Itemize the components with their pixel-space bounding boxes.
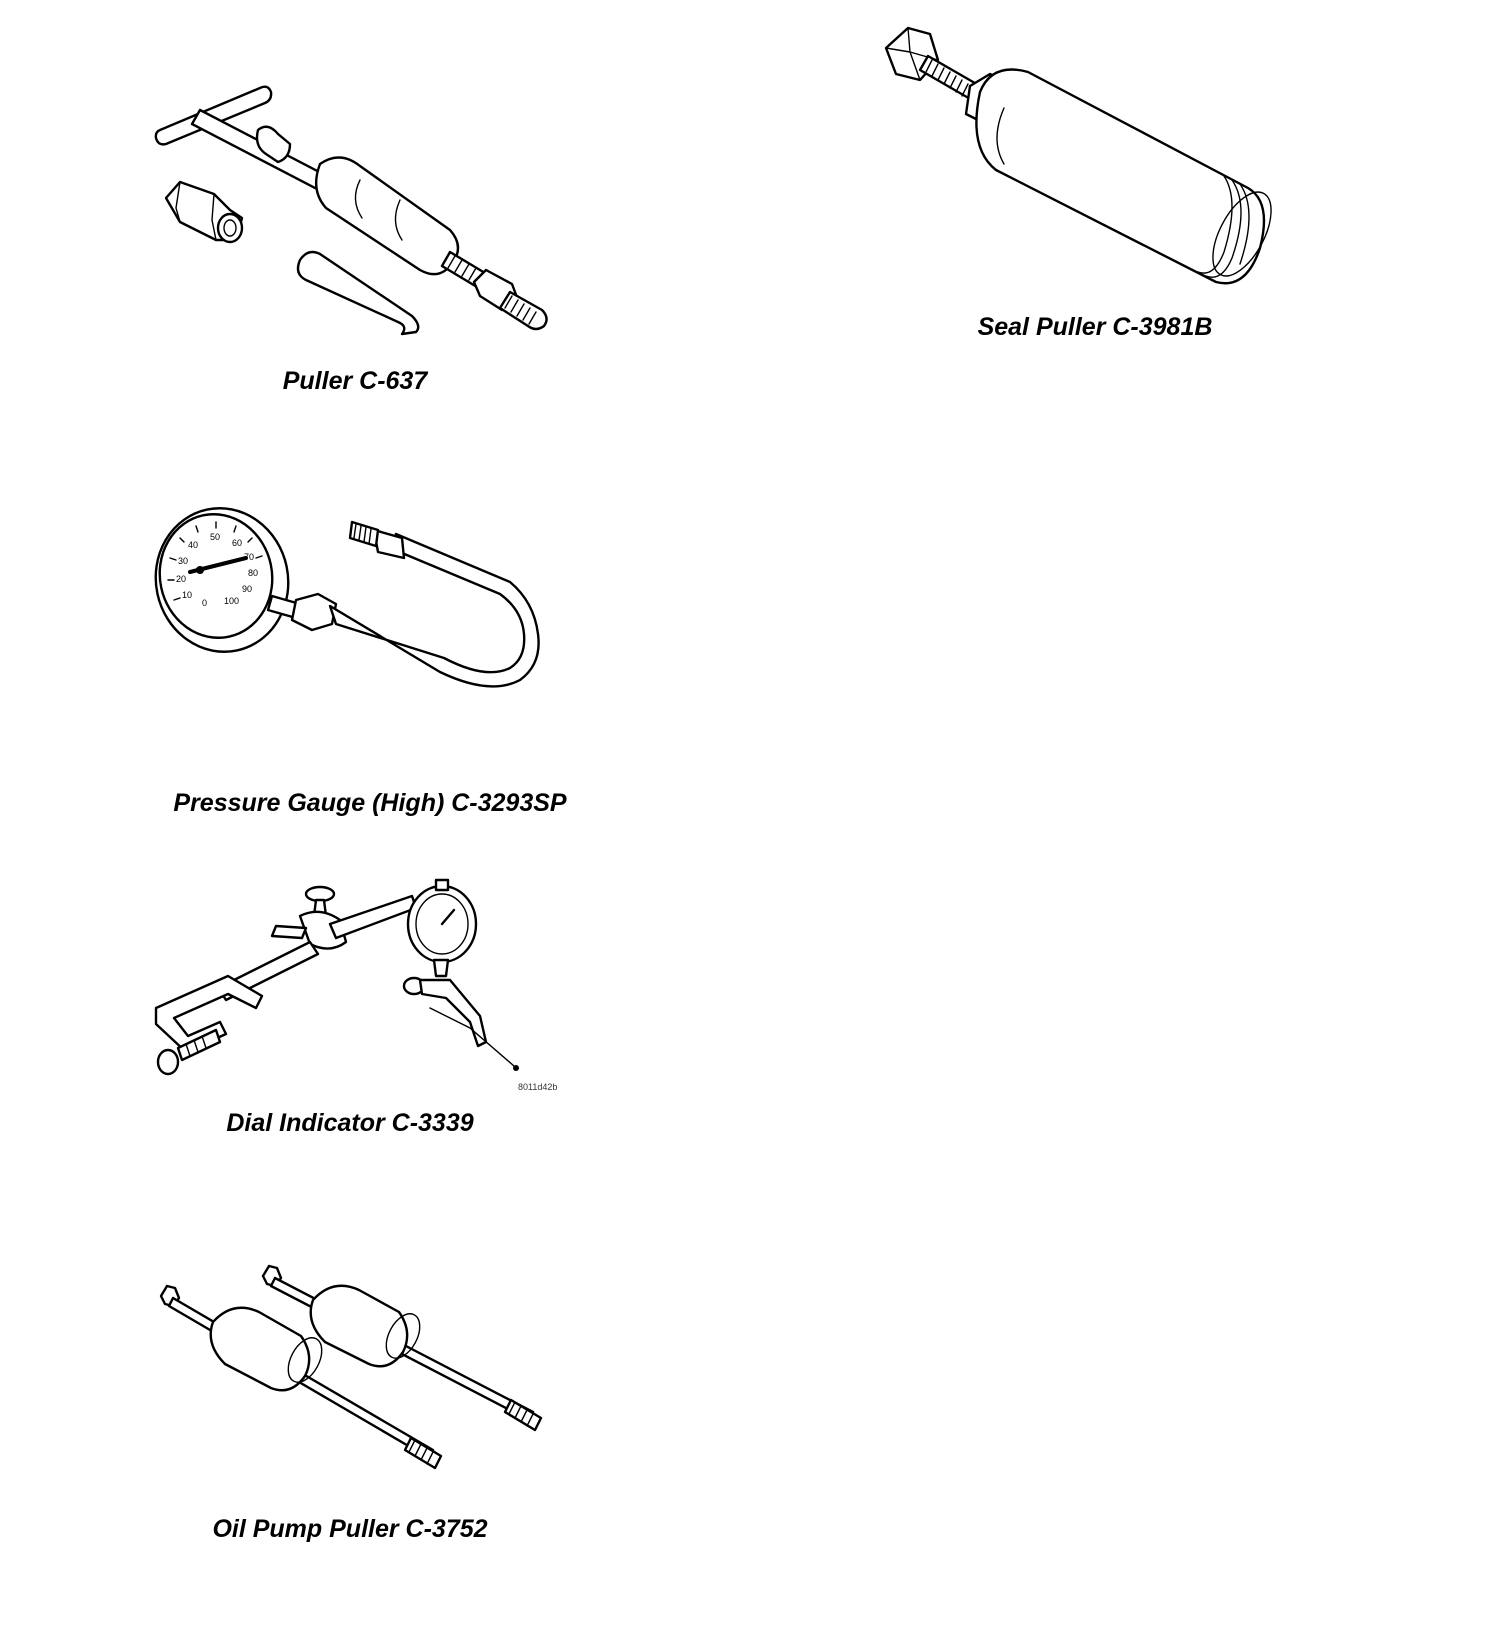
dial-indicator-caption: Dial Indicator C-3339 <box>226 1109 474 1137</box>
tool-pressure-gauge-c3293sp: 50 60 40 70 30 80 20 90 10 100 0 Pressur… <box>140 500 600 830</box>
gauge-number: 100 <box>224 596 239 606</box>
tool-seal-puller-c3981b: Seal Puller C-3981B <box>880 20 1330 360</box>
puller-c637-caption: Puller C-637 <box>282 367 428 395</box>
dial-indicator-illustration <box>154 878 519 1076</box>
seal-puller-c3981b-illustration <box>884 26 1272 285</box>
gauge-number: 70 <box>244 552 254 562</box>
oil-pump-puller-caption: Oil Pump Puller C-3752 <box>212 1515 488 1543</box>
gauge-number: 20 <box>176 574 186 584</box>
gauge-number: 0 <box>202 598 207 608</box>
figure-code-label: 8011d42b <box>518 1082 558 1092</box>
gauge-number: 30 <box>178 556 188 566</box>
pressure-gauge-caption: Pressure Gauge (High) C-3293SP <box>173 789 567 817</box>
gauge-number: 50 <box>210 532 220 542</box>
oil-pump-puller-illustration <box>159 1264 543 1470</box>
gauge-number: 40 <box>188 540 198 550</box>
puller-c637-illustration <box>154 85 548 336</box>
gauge-number: 80 <box>248 568 258 578</box>
gauge-number: 90 <box>242 584 252 594</box>
pressure-gauge-illustration: 50 60 40 70 30 80 20 90 10 100 0 <box>154 507 540 688</box>
gauge-number: 60 <box>232 538 242 548</box>
gauge-number: 10 <box>182 590 192 600</box>
seal-puller-c3981b-caption: Seal Puller C-3981B <box>977 313 1213 341</box>
tool-dial-indicator-c3339: 8011d42b Dial Indicator C-3339 <box>150 878 590 1180</box>
tool-puller-c637: Puller C-637 <box>150 70 580 410</box>
tool-oil-pump-puller-c3752: Oil Pump Puller C-3752 <box>155 1260 585 1590</box>
